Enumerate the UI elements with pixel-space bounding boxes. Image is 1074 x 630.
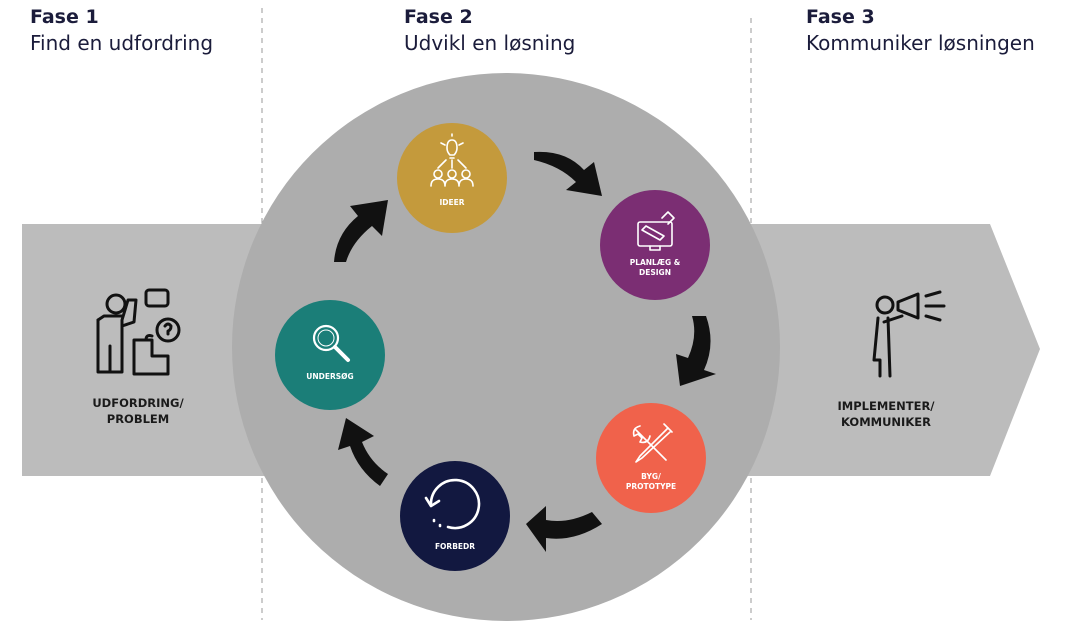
phase-2-heading: Fase 2 Udvikl en løsning: [404, 6, 575, 56]
stage-undersog-circle: [275, 300, 385, 410]
cycle-arrows: [334, 151, 716, 552]
design-tablet-icon: [637, 211, 675, 251]
phase-1-heading: Fase 1 Find en udfordring: [30, 6, 213, 56]
megaphone-person-icon: [872, 290, 946, 378]
arrow-plan-to-byg: [676, 316, 716, 386]
implement-label: IMPLEMENTER/ KOMMUNIKER: [837, 399, 935, 429]
phase-3-label: Fase 3: [806, 6, 875, 28]
magnifier-icon: [312, 324, 350, 362]
phase-2-label: Fase 2: [404, 6, 473, 28]
stage-byg-label: BYG/ PROTOTYPE: [625, 472, 677, 491]
idea-team-icon: [430, 133, 474, 187]
phase-2-title: Udvikl en løsning: [404, 31, 576, 55]
stage-planlaeg-circle: [600, 190, 710, 300]
arrow-byg-to-forbedr: [526, 506, 602, 552]
stage-forbedr-label: FORBEDR: [434, 542, 476, 551]
challenge-icon: [96, 288, 181, 376]
stage-byg-circle: [596, 403, 706, 513]
stage-forbedr-circle: [400, 461, 510, 571]
arrow-forbedr-to-undersog: [338, 418, 388, 486]
phase-1-title: Find en udfordring: [30, 31, 214, 55]
phase-3-heading: Fase 3 Kommuniker løsningen: [806, 6, 1035, 56]
arrow-undersog-to-ideer: [334, 200, 388, 262]
stage-planlaeg-label: PLANLÆG & DESIGN: [629, 258, 681, 277]
phase-1-label: Fase 1: [30, 6, 99, 28]
arrow-ideer-to-plan: [534, 151, 602, 196]
challenge-label: UDFORDRING/ PROBLEM: [92, 396, 184, 426]
stage-ideer-label: IDEER: [439, 198, 465, 207]
cycle-arrow-icon: [424, 478, 481, 530]
stage-undersog-label: UNDERSØG: [306, 372, 354, 381]
tools-icon: [632, 423, 673, 463]
phase-3-title: Kommuniker løsningen: [806, 31, 1035, 55]
